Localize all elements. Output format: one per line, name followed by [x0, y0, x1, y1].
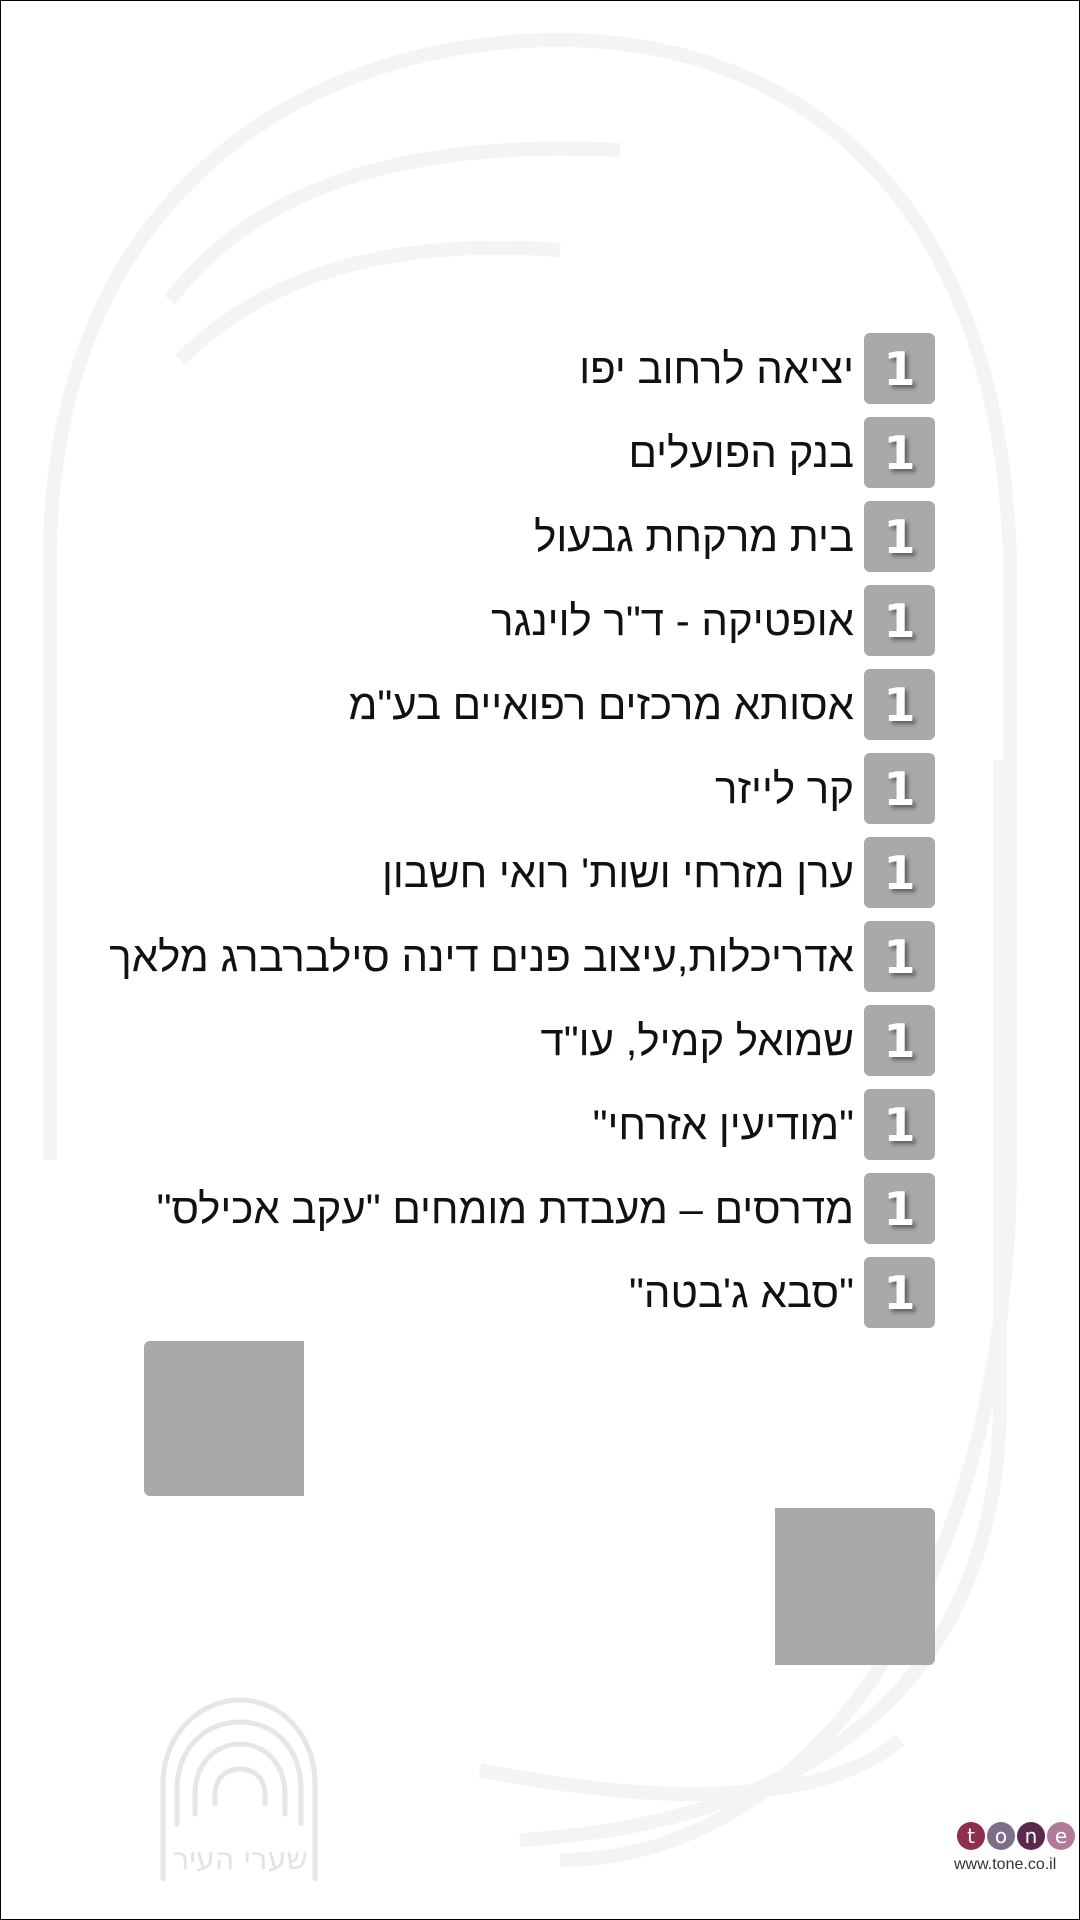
item-label: בית מרקחת גבעול — [534, 512, 854, 560]
tone-letter-n: n — [1017, 1822, 1045, 1850]
list-item: 1"מודיעין אזרחי" — [593, 1089, 935, 1160]
item-label: ערן מזרחי ושות' רואי חשבון — [381, 848, 854, 896]
item-label: "סבא ג'בטה" — [628, 1268, 854, 1316]
number-badge: 1 — [864, 921, 935, 992]
number-badge: 1 — [864, 1089, 935, 1160]
placeholder-square-left — [144, 1341, 304, 1496]
number-badge: 1 — [864, 501, 935, 572]
number-badge: 1 — [864, 753, 935, 824]
logo-text: שערי העיר — [172, 1842, 307, 1877]
list-item: 1"סבא ג'בטה" — [629, 1257, 935, 1328]
tone-letter-t: t — [957, 1822, 985, 1850]
shaarei-hair-logo: שערי העיר — [160, 1697, 318, 1882]
item-label: "מודיעין אזרחי" — [592, 1100, 854, 1148]
item-label: אופטיקה - ד"ר לוינגר — [491, 596, 854, 644]
item-label: קר לייזר — [715, 764, 854, 812]
item-label: בנק הפועלים — [628, 428, 854, 476]
number-badge: 1 — [864, 417, 935, 488]
item-label: מדרסים – מעבדת מומחים "עקב אכילס" — [156, 1184, 854, 1232]
item-label: אדריכלות,עיצוב פנים דינה סילברברג מלאך — [109, 932, 854, 980]
number-badge: 1 — [864, 1173, 935, 1244]
item-label: אסותא מרכזים רפואיים בע"מ — [348, 680, 854, 728]
tone-letter-o: o — [987, 1822, 1015, 1850]
number-badge: 1 — [864, 1005, 935, 1076]
tone-letter-e: e — [1047, 1822, 1075, 1850]
number-badge: 1 — [864, 837, 935, 908]
tone-url[interactable]: www.tone.co.il — [954, 1856, 1057, 1873]
number-badge: 1 — [864, 669, 935, 740]
item-label: שמואל קמיל, עו"ד — [540, 1016, 854, 1064]
number-badge: 1 — [864, 585, 935, 656]
number-badge: 1 — [864, 333, 935, 404]
number-badge: 1 — [864, 1257, 935, 1328]
item-label: יציאה לרחוב יפו — [579, 344, 854, 392]
placeholder-square-right — [775, 1508, 935, 1665]
